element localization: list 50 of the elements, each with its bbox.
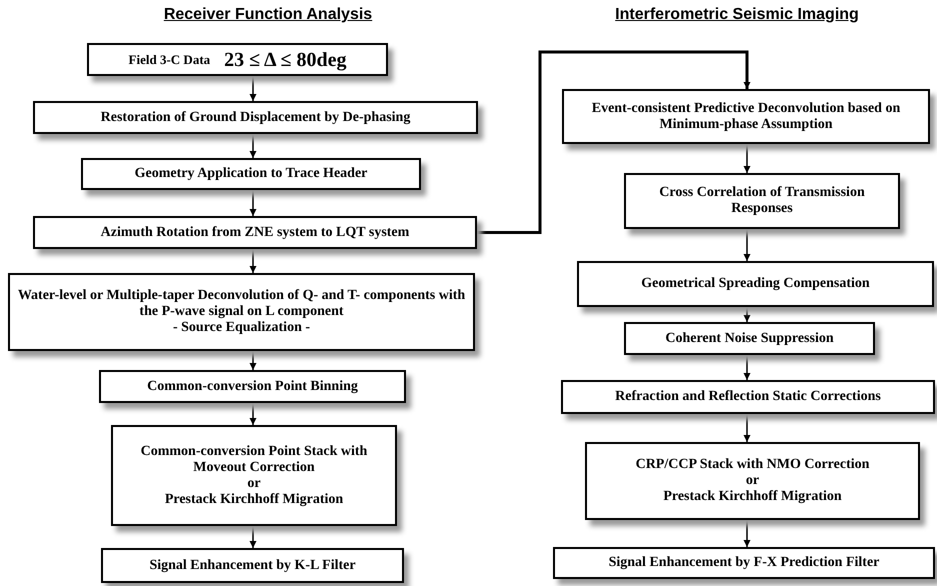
process-box <box>33 101 478 134</box>
arrow <box>477 50 750 234</box>
step-text: or <box>247 476 261 492</box>
process-box <box>561 380 935 414</box>
process-box <box>8 273 475 351</box>
step-text: Restoration of Ground Displacement by De-phasing <box>100 110 410 126</box>
step-text: CRP/CCP Stack with NMO Correction <box>636 457 870 473</box>
step-text: Field 3-C Data <box>128 52 210 68</box>
step-text: Event-consistent Predictive Deconvolution based on Minimum-phase Assumption <box>590 100 902 132</box>
arrow <box>744 355 750 380</box>
step-text: Prestack Kirchhoff Migration <box>663 489 842 505</box>
process-box <box>81 158 421 190</box>
arrow <box>744 414 750 442</box>
arrow <box>250 403 256 425</box>
column-heading: Interferometric Seismic Imaging <box>615 6 859 24</box>
process-box <box>624 173 900 229</box>
step-text: Refraction and Reflection Static Corrections <box>615 389 881 405</box>
process-box <box>577 261 934 307</box>
arrow <box>250 134 256 158</box>
step-text: Coherent Noise Suppression <box>665 330 834 346</box>
step-text: Cross Correlation of Transmission Responses <box>658 185 866 217</box>
process-box <box>33 216 477 249</box>
step-text: Signal Enhancement by F-X Prediction Filter <box>608 555 880 571</box>
process-box <box>111 425 397 526</box>
step-text: or <box>746 473 760 489</box>
process-box <box>585 442 920 520</box>
arrow <box>250 249 256 273</box>
arrow <box>744 229 750 261</box>
process-box <box>553 547 935 579</box>
step-text: Geometrical Spreading Compensation <box>641 276 870 292</box>
column-heading: Receiver Function Analysis <box>164 6 372 24</box>
step-text: Signal Enhancement by K-L Filter <box>149 558 356 574</box>
step-text: Water-level or Multiple-taper Deconvolution of Q- and T- components with the P-wave signal on L component <box>16 288 466 320</box>
step-text: Azimuth Rotation from ZNE system to LQT system <box>100 224 410 240</box>
step-text: - Source Equalization - <box>172 320 310 336</box>
process-box <box>562 89 930 144</box>
arrow <box>250 76 256 101</box>
arrow <box>744 520 750 547</box>
step-text: Prestack Kirchhoff Migration <box>164 492 344 508</box>
process-box <box>87 43 388 76</box>
process-box <box>101 548 404 583</box>
process-box <box>624 322 875 355</box>
step-text: Geometry Application to Trace Header <box>134 166 368 182</box>
arrow <box>250 190 256 216</box>
arrow <box>250 526 256 548</box>
process-box <box>99 370 406 403</box>
arrow <box>744 144 750 173</box>
arrow <box>250 351 256 370</box>
arrow <box>744 307 750 322</box>
step-text: Common-conversion Point Binning <box>147 378 358 394</box>
